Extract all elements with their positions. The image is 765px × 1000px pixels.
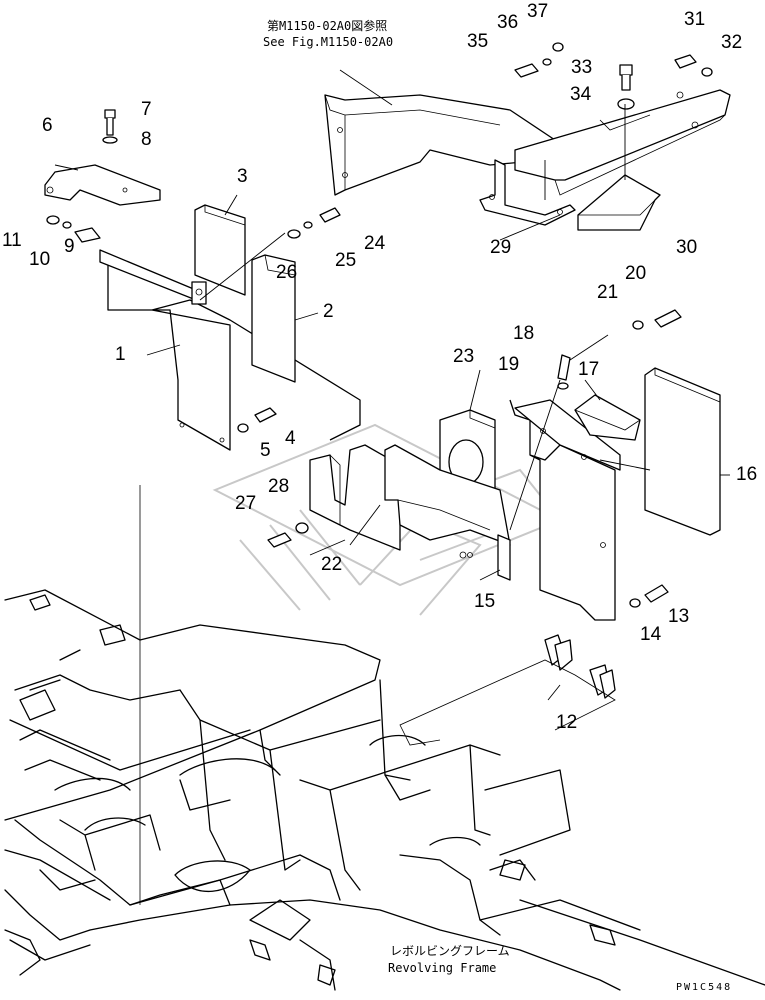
- part-number-label: 22: [321, 554, 343, 575]
- part-number-label: 26: [276, 262, 298, 283]
- part-number-label: 11: [2, 230, 22, 251]
- part-number-label: 35: [467, 31, 489, 52]
- part-number-label: 3: [237, 166, 248, 187]
- leader-lines: [54, 69, 730, 701]
- part-number-label: 7: [141, 99, 152, 120]
- part-number-label: 25: [335, 250, 357, 271]
- part-29-upper-cover: [324, 89, 731, 226]
- part-22-bracket: [309, 444, 511, 559]
- part-number-label: 9: [64, 236, 75, 257]
- part-number-label: 28: [268, 476, 290, 497]
- part-number-label: 37: [527, 1, 549, 22]
- part-number-label: 10: [29, 249, 51, 270]
- part-number-label: 36: [497, 12, 519, 33]
- part-number-label: 18: [513, 323, 535, 344]
- part-2-pad: [251, 254, 296, 383]
- part-30-pad: [577, 174, 661, 231]
- part-3-pad: [194, 204, 246, 296]
- reference-note-en: See Fig.M1150-02A0: [263, 35, 394, 49]
- part-number-label: 33: [571, 57, 593, 78]
- frame-label-en: Revolving Frame: [388, 961, 497, 975]
- part-number-label: 21: [597, 282, 619, 303]
- part-number-label: 24: [364, 233, 386, 254]
- part-number-label: 30: [676, 237, 698, 258]
- fasteners: [46, 42, 713, 608]
- part-number-label: 5: [260, 440, 271, 461]
- part-number-label: 27: [235, 493, 257, 514]
- part-number-label: 2: [323, 301, 334, 322]
- part-number-label: 4: [285, 428, 296, 449]
- reference-note-jp: 第M1150-02A0図参照: [267, 19, 388, 33]
- part-number-label: 14: [640, 624, 662, 645]
- part-number-label: 19: [498, 354, 520, 375]
- part-number-label: 16: [736, 464, 758, 485]
- part-number-label: 15: [474, 591, 496, 612]
- part-17-pad: [574, 394, 641, 441]
- drawing-code: PW1C548: [676, 982, 733, 993]
- part-number-label: 12: [556, 712, 578, 733]
- part-number-label: 23: [453, 346, 475, 367]
- part-number-label: 6: [42, 115, 53, 136]
- part-number-label: 17: [578, 359, 600, 380]
- part-number-label: 31: [684, 9, 706, 30]
- part-number-label: 34: [570, 84, 592, 105]
- part-15-plate: [497, 399, 621, 621]
- revolving-frame: [4, 485, 765, 991]
- part-16-pad: [644, 367, 721, 536]
- part-number-label: 8: [141, 129, 152, 150]
- part-number-label: 13: [668, 606, 690, 627]
- part-number-label: 20: [625, 263, 647, 284]
- part-6-bracket: [44, 164, 161, 206]
- part-number-label: 29: [490, 237, 512, 258]
- part-12-clamps: [499, 634, 616, 731]
- part-number-label: 32: [721, 32, 743, 53]
- part-number-label: 1: [115, 344, 126, 365]
- frame-label-jp: レボルビングフレーム: [390, 944, 510, 958]
